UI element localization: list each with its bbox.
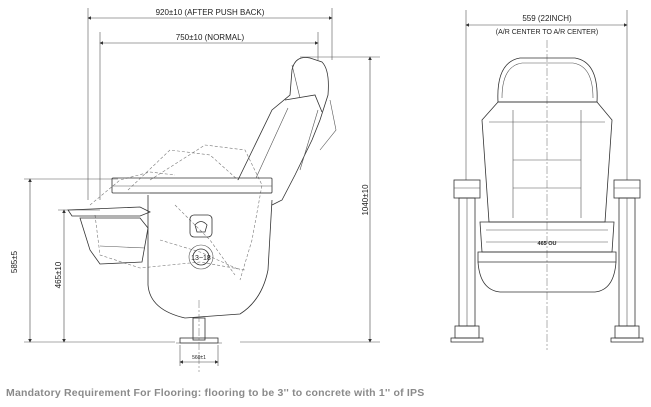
- dim-seat-height-label: 465±10: [54, 261, 63, 288]
- flooring-requirement-caption: Mandatory Requirement For Flooring: floo…: [6, 387, 425, 399]
- front-view: 559 (22INCH) (A/R CENTER TO A/R CENTER) …: [450, 10, 644, 350]
- dim-total-height-label: 1040±10: [361, 184, 370, 216]
- left-armrest: [450, 179, 484, 343]
- seat-technical-drawing: 920±10 (AFTER PUSH BACK) 750±10 (NORMAL)…: [10, 8, 644, 372]
- dim-base: 560±1: [179, 345, 219, 366]
- headrest: [497, 57, 598, 103]
- dim-push-back-label: 920±10 (AFTER PUSH BACK): [156, 8, 265, 17]
- armrest: [111, 177, 273, 194]
- front-skirt: [477, 261, 617, 293]
- dim-normal-label: 750±10 (NORMAL): [176, 33, 245, 42]
- dim-width-label: 559 (22INCH): [522, 14, 572, 23]
- dim-width: 559 (22INCH) (A/R CENTER TO A/R CENTER): [465, 10, 628, 180]
- dim-width-note: (A/R CENTER TO A/R CENTER): [496, 29, 598, 36]
- dim-base-label: 560±1: [192, 355, 206, 361]
- seat-width-label: 465 OU: [538, 241, 557, 247]
- dim-normal: 750±10 (NORMAL): [99, 32, 319, 200]
- dim-armrest-height-label: 585±5: [10, 250, 19, 273]
- dim-push-back: 920±10 (AFTER PUSH BACK): [87, 8, 333, 200]
- dim-armrest-height: 585±5: [10, 178, 175, 343]
- upright-back: [237, 57, 337, 206]
- dim-total-height: 1040±10: [240, 56, 380, 343]
- right-armrest: [610, 179, 644, 343]
- reclined-back-outline: [89, 144, 263, 281]
- seat-cushion: [67, 206, 151, 265]
- dim-seat-height: 465±10: [54, 209, 100, 343]
- side-view: 920±10 (AFTER PUSH BACK) 750±10 (NORMAL)…: [10, 8, 380, 372]
- pivot-label: 13~18: [191, 255, 211, 262]
- pivot-bracket: 13~18: [188, 214, 214, 270]
- pedestal: [176, 300, 222, 372]
